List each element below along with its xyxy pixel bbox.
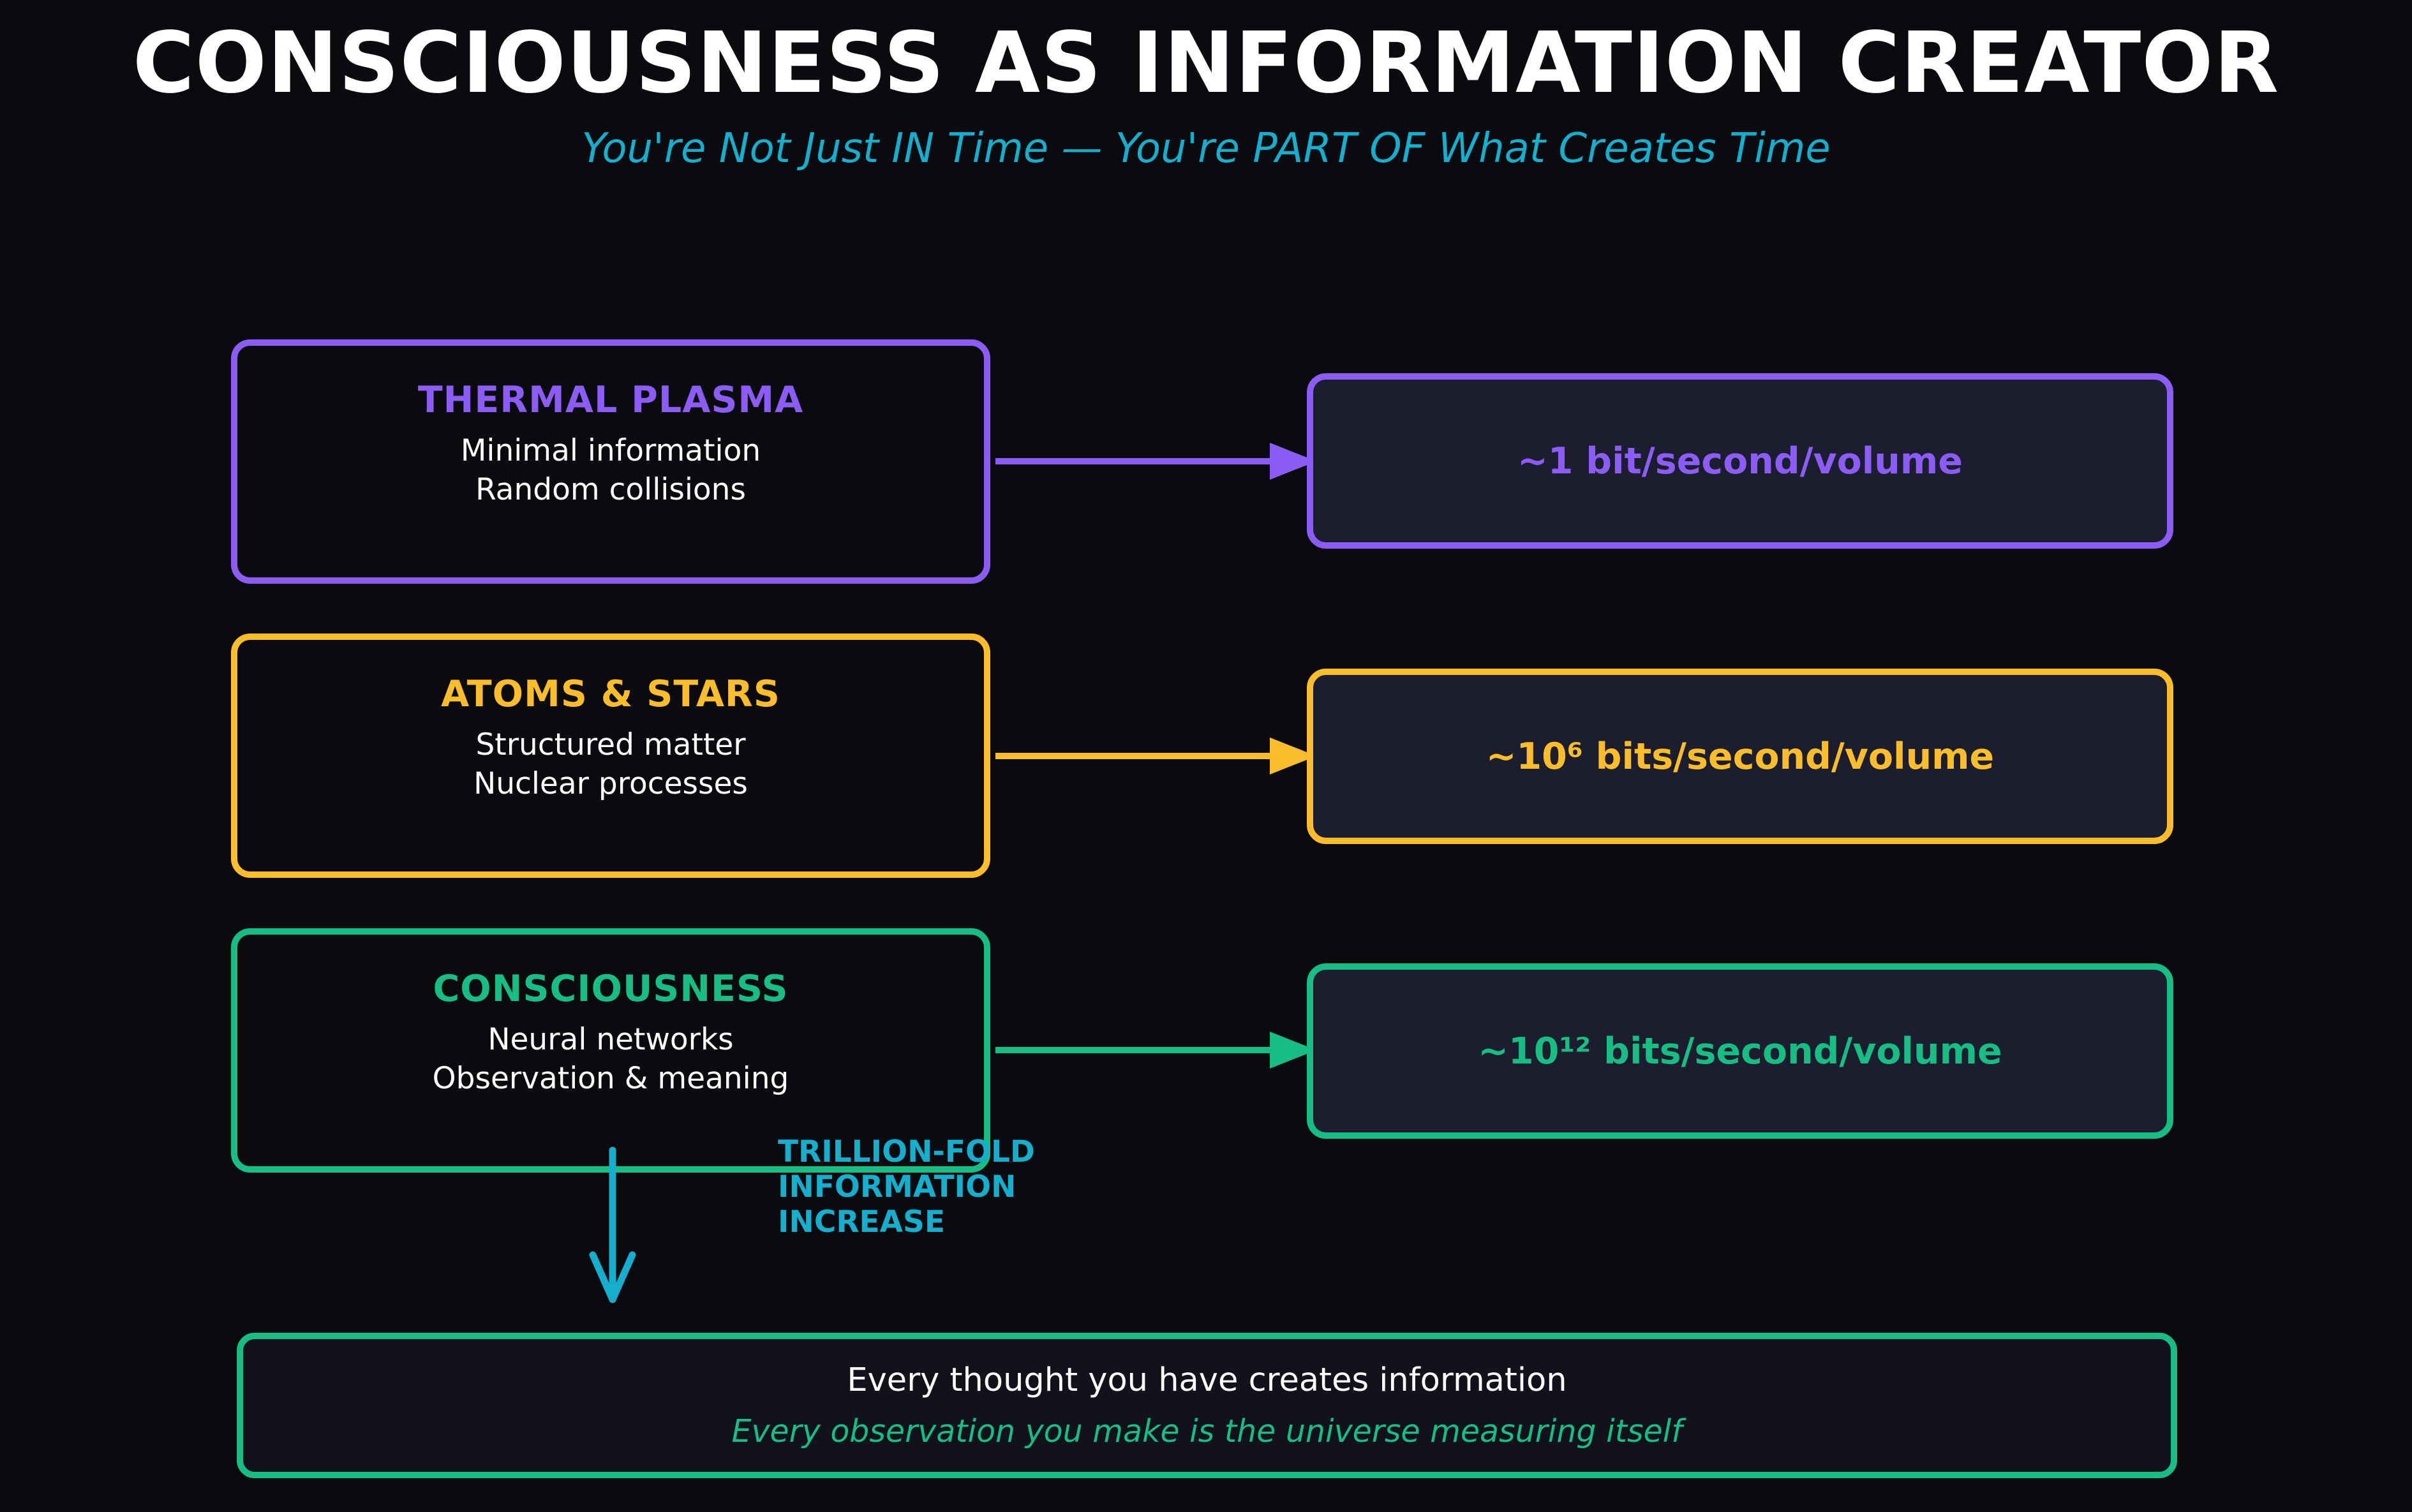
consciousness-box: CONSCIOUSNESS Neural networks Observatio… (231, 928, 990, 1173)
atoms-stars-description: Structured matter Nuclear processes (237, 725, 984, 803)
right-arrow-icon (995, 1032, 1316, 1069)
consciousness-rate-box: ~10¹² bits/second/volume (1307, 963, 2173, 1139)
thermal-plasma-line2: Random collisions (475, 472, 746, 507)
trillion-fold-label: TRILLION-FOLD INFORMATION INCREASE (778, 1134, 1035, 1240)
consciousness-line2: Observation & meaning (432, 1061, 789, 1096)
conclusion-line1: Every thought you have creates informati… (847, 1361, 1567, 1399)
consciousness-line1: Neural networks (488, 1022, 734, 1057)
thermal-plasma-box: THERMAL PLASMA Minimal information Rando… (231, 339, 990, 584)
thermal-plasma-title: THERMAL PLASMA (417, 379, 804, 421)
conclusion-line2: Every observation you make is the univer… (731, 1413, 1683, 1449)
consciousness-title: CONSCIOUSNESS (433, 968, 789, 1010)
page-title: CONSCIOUSNESS AS INFORMATION CREATOR (132, 14, 2280, 112)
thermal-plasma-rate-value: ~1 bit/second/volume (1517, 440, 1963, 482)
down-arrow-icon (589, 1146, 636, 1303)
thermal-plasma-line1: Minimal information (460, 433, 761, 468)
page-subtitle: You're Not Just IN Time — You're PART OF… (581, 125, 1831, 172)
atoms-stars-rate-box: ~10⁶ bits/second/volume (1307, 669, 2173, 844)
trillion-fold-label-line3: INCREASE (778, 1204, 945, 1240)
thermal-plasma-rate-box: ~1 bit/second/volume (1307, 373, 2173, 549)
thermal-plasma-description: Minimal information Random collisions (237, 431, 984, 509)
consciousness-rate-value: ~10¹² bits/second/volume (1478, 1030, 2002, 1072)
atoms-stars-rate-value: ~10⁶ bits/second/volume (1485, 735, 1995, 778)
conclusion-box: Every thought you have creates informati… (237, 1333, 2177, 1478)
right-arrow-icon (995, 443, 1316, 480)
trillion-fold-label-line2: INFORMATION (778, 1169, 1016, 1204)
atoms-stars-box: ATOMS & STARS Structured matter Nuclear … (231, 634, 990, 878)
trillion-fold-label-line1: TRILLION-FOLD (778, 1134, 1035, 1169)
atoms-stars-title: ATOMS & STARS (441, 673, 780, 715)
consciousness-description: Neural networks Observation & meaning (237, 1020, 984, 1098)
right-arrow-icon (995, 737, 1316, 775)
atoms-stars-line2: Nuclear processes (473, 766, 748, 801)
atoms-stars-line1: Structured matter (475, 727, 746, 762)
